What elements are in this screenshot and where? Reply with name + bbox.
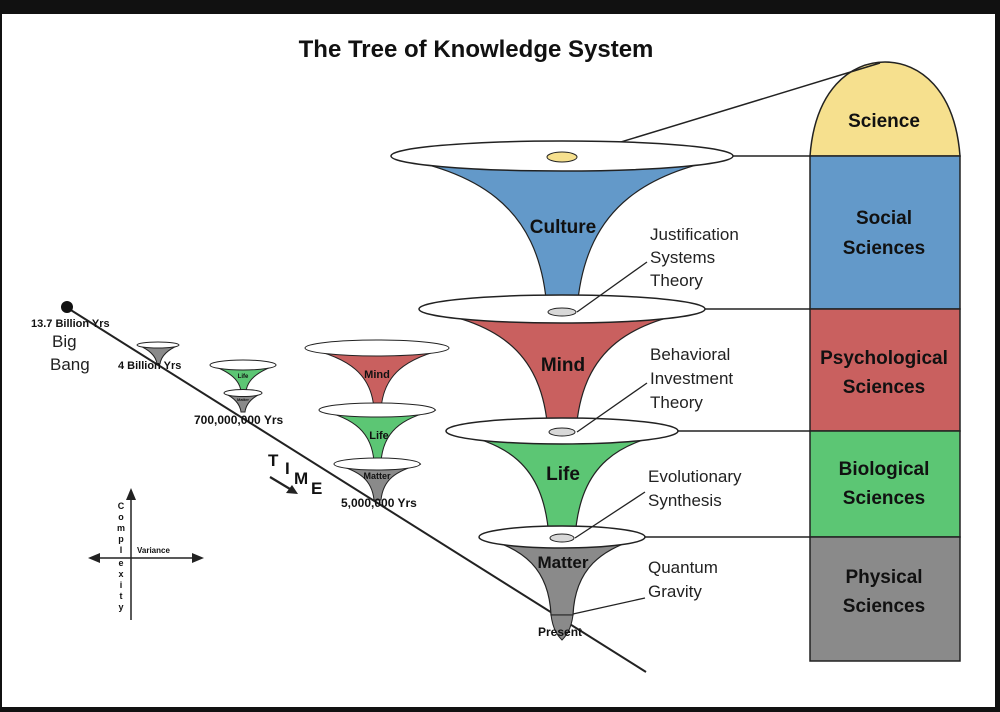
matter-label: Matter: [537, 553, 588, 572]
physical-sciences-block: [809, 536, 961, 662]
social-sciences-label-1: Social: [856, 208, 912, 229]
science-label: Science: [848, 111, 920, 132]
complexity-letter: p: [118, 534, 124, 544]
complexity-arrow-icon: [126, 488, 136, 500]
tiny-life-label: Life: [238, 374, 249, 380]
jst-label-1: Justification: [650, 225, 739, 244]
variance-label: Variance: [137, 546, 170, 555]
science-pointer-line: [574, 62, 881, 157]
evo-pointer: [574, 491, 646, 539]
complexity-letter: x: [118, 569, 123, 579]
complexity-letter: l: [120, 545, 123, 555]
four-billion-label: 4 Billion Yrs: [118, 360, 181, 372]
culture-cone: Culture: [390, 140, 734, 311]
matter-cone-throat: [549, 533, 575, 543]
evo-label-2: Synthesis: [648, 491, 722, 510]
matter-cone: Matter: [478, 525, 646, 641]
time-letter-t: T: [268, 451, 279, 470]
variance-left-arrow-icon: [88, 553, 100, 563]
seven-hundred-million-label: 700,000,000 Yrs: [194, 413, 284, 427]
bit-label-3: Theory: [650, 393, 703, 412]
bit-pointer: [576, 382, 648, 433]
mind-cone-throat: [547, 307, 577, 317]
social-sciences-block: [809, 155, 961, 310]
diagram-title: The Tree of Knowledge System: [299, 36, 654, 63]
life-cone-throat: [548, 427, 576, 437]
mid-life-label: Life: [369, 430, 389, 442]
culture-label: Culture: [530, 217, 597, 238]
four-billion-cone: [136, 341, 180, 365]
time-letter-i: I: [285, 459, 290, 478]
psychological-sciences-label-1: Psychological: [820, 348, 948, 369]
tiny-matter-label: Matter: [237, 397, 249, 402]
mind-cone: Mind: [418, 294, 706, 433]
biological-sciences-block: [809, 430, 961, 538]
mid-matter-label: Matter: [363, 471, 391, 481]
complexity-letter: C: [118, 501, 125, 511]
timeline-line: [65, 306, 647, 673]
qg-label-1: Quantum: [648, 558, 718, 577]
physical-sciences-label-1: Physical: [845, 567, 922, 588]
big-bang-label-1: Big: [52, 332, 77, 351]
jst-pointer: [576, 261, 648, 313]
physical-sciences-label-2: Sciences: [843, 596, 925, 617]
bit-label-2: Investment: [650, 369, 733, 388]
time-arrow-head: [286, 485, 298, 494]
complexity-letter: i: [120, 580, 123, 590]
biological-sciences-label-2: Sciences: [843, 488, 925, 509]
bit-label-1: Behavioral: [650, 345, 730, 364]
mind-label: Mind: [541, 355, 585, 376]
complexity-letter: e: [118, 558, 123, 568]
complexity-letters: C o m p l e x i t y: [117, 501, 125, 612]
complexity-variance-axes: Variance: [88, 488, 204, 620]
life-cone: Life: [445, 417, 679, 539]
complexity-letter: o: [118, 512, 124, 522]
jst-label-2: Systems: [650, 248, 715, 267]
big-bang-dot: [61, 301, 73, 313]
psychological-sciences-block: [809, 308, 961, 432]
qg-pointer: [572, 597, 646, 615]
science-dome: [809, 61, 961, 157]
matter-cone-tip: [550, 614, 574, 641]
time-letter-e: E: [311, 479, 322, 498]
biological-sciences-label-1: Biological: [839, 459, 930, 480]
science-column: Science Social Sciences Psychological Sc…: [809, 61, 961, 662]
seven-hundred-million-cones: Life Matter: [209, 359, 277, 413]
big-bang-label-2: Bang: [50, 355, 90, 374]
science-seed-ellipse: [546, 151, 578, 163]
mid-mind-label: Mind: [364, 369, 390, 381]
five-million-label: 5,000,000 Yrs: [341, 496, 417, 510]
life-label: Life: [546, 464, 580, 485]
complexity-letter: m: [117, 523, 125, 533]
complexity-letter: y: [118, 602, 123, 612]
social-sciences-label-2: Sciences: [843, 238, 925, 259]
present-label: Present: [538, 625, 582, 639]
psychological-sciences-label-2: Sciences: [843, 377, 925, 398]
jst-label-3: Theory: [650, 271, 703, 290]
time-letter-m: M: [294, 469, 308, 488]
evo-label-1: Evolutionary: [648, 467, 742, 486]
variance-right-arrow-icon: [192, 553, 204, 563]
qg-label-2: Gravity: [648, 582, 702, 601]
complexity-letter: t: [120, 591, 123, 601]
five-million-cones: Mind Life Matter: [304, 339, 450, 501]
big-bang-years-label: 13.7 Billion Yrs: [31, 318, 110, 330]
